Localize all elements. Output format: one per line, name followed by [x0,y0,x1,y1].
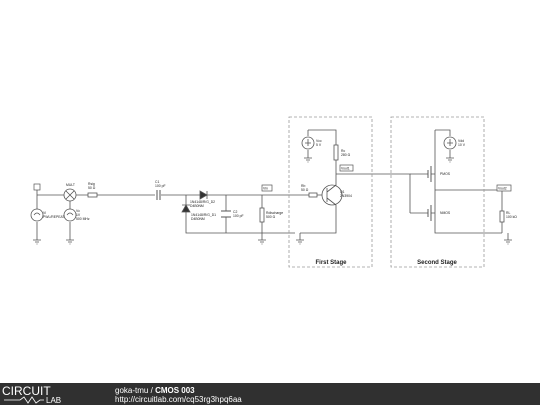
c1-capacitor [156,190,161,200]
vout1-label: Vout1 [341,167,350,171]
vi-source-symbol [30,208,44,222]
footer-bar: CIRCUIT LAB goka-tmu / CMOS 003 http://c… [0,383,540,405]
svg-text:CIRCUIT: CIRCUIT [2,384,51,398]
second-stage-box [390,116,485,268]
bjt-lines [326,184,337,206]
wire-vcc [307,129,337,158]
ground-vi [33,239,41,245]
vout2-label: Vout2 [498,187,507,191]
rb-resistor [308,192,318,198]
vout2-probe-tag [496,184,512,192]
first-stage-label: First Stage [315,260,347,266]
wire-cmos-gnd [434,221,502,234]
wire-diodes [185,195,295,234]
rc-resistor [333,144,339,161]
resistor-logo-icon [4,396,44,404]
ground-first [296,239,304,245]
second-stage-label: Second Stage [417,260,457,266]
d2-diode [199,190,208,200]
svg-text:LAB: LAB [46,396,61,405]
vout1-probe-tag [339,164,354,172]
vin-label: Vin [263,187,268,191]
mult-label: MULT [66,183,75,187]
vc-source-symbol [63,208,77,222]
first-stage-box [288,116,373,268]
title-separator: / [150,386,153,395]
rsig-resistor [87,192,98,198]
nmos-transistor [427,205,436,221]
ground-vc [66,239,74,245]
circuit-name[interactable]: CMOS 003 [155,386,195,395]
author-name[interactable]: goka-tmu [115,386,149,395]
rdischarge-resistor [259,207,265,223]
pmos-transistor [427,166,436,182]
wire-cmos-gates [410,170,429,217]
ground-main [258,239,266,245]
d1-diode [181,204,191,213]
circuit-title: goka-tmu / CMOS 003 [115,386,195,395]
mult-x-mark [65,190,75,200]
wire-vdd [434,129,451,166]
vin-probe-tag [261,184,273,192]
wire-ground-return [261,233,509,240]
ground-vdd [446,157,454,163]
source-marks [33,139,453,216]
rl-resistor [499,210,505,223]
wire-emitter [300,205,337,234]
ground-second [504,239,512,245]
circuit-url-link[interactable]: http://circuitlab.com/cq53rg3hpq6aa [115,395,242,404]
nmos-label: NMOS [440,211,451,215]
pmos-label: PMOS [440,172,451,176]
ground-vcc [304,157,312,163]
vi-probe-tag [33,183,41,191]
c2-capacitor [221,210,231,218]
circuitlab-logo: CIRCUIT LAB [2,384,61,405]
